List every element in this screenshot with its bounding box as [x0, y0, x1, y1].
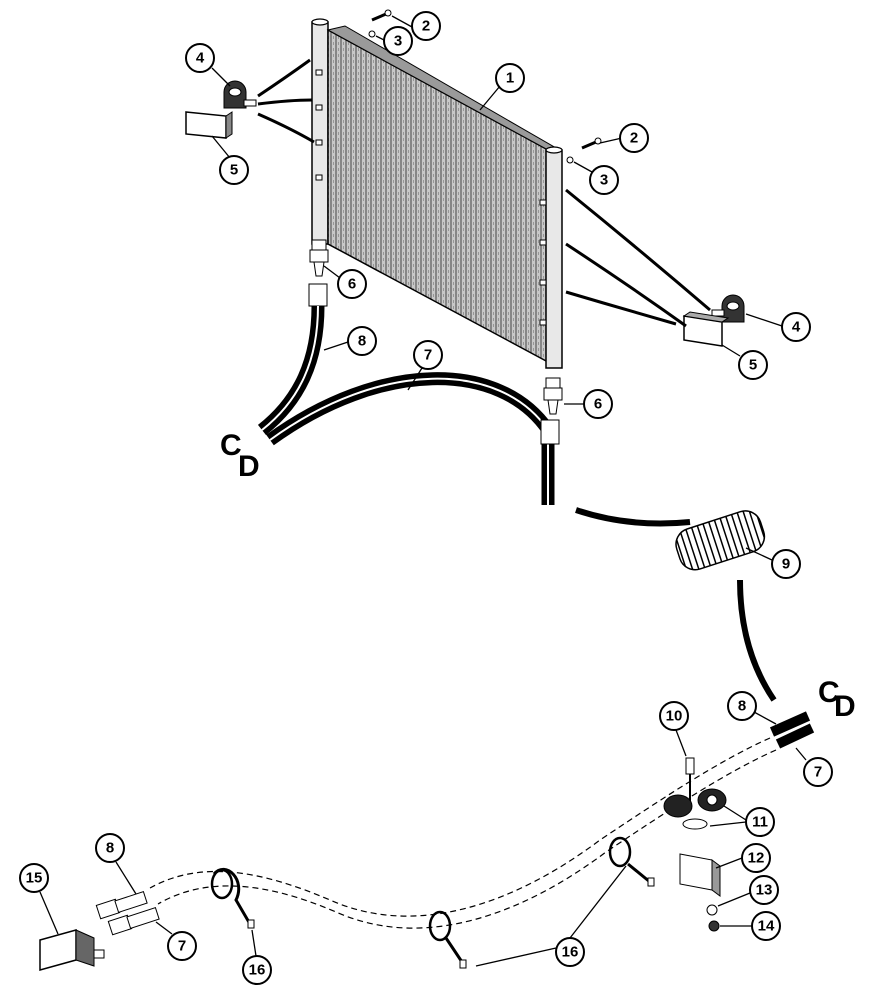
- callout-5-right: 5: [749, 357, 757, 374]
- hose-8: [257, 283, 328, 436]
- tie-strap-3: [608, 836, 655, 887]
- spacer-left: [185, 111, 233, 139]
- tee-block: [39, 929, 105, 971]
- oil-cooler: [311, 18, 563, 369]
- right-tank: [545, 149, 563, 369]
- callout-8-top: 8: [358, 333, 366, 350]
- callout-6-right: 6: [594, 396, 602, 413]
- callout-6-top: 6: [348, 276, 356, 293]
- callout-16-left: 16: [249, 962, 266, 979]
- callout-12: 12: [748, 850, 765, 867]
- connector-d-bottom: D: [834, 690, 856, 723]
- callout-8-bottom-left: 8: [106, 840, 114, 857]
- callout-7-top: 7: [424, 347, 432, 364]
- callout-7-bottom-left: 7: [178, 938, 186, 955]
- double-clamp: [663, 788, 727, 830]
- callout-8-bottom-right: 8: [738, 698, 746, 715]
- connector-d-top: D: [238, 450, 260, 483]
- callout-16-right: 16: [562, 944, 579, 961]
- bolt-right: [566, 137, 602, 164]
- bolt-top: [368, 9, 392, 38]
- tie-strap-1: [210, 867, 255, 929]
- hose-7: [266, 372, 560, 505]
- callout-2-right: 2: [630, 130, 638, 147]
- tie-strap-2: [428, 910, 467, 969]
- callout-11: 11: [752, 814, 768, 831]
- callout-15: 15: [26, 870, 43, 887]
- hose-route: [149, 737, 777, 929]
- callout-7-bottom-right: 7: [814, 764, 822, 781]
- hose-ends-right: [769, 711, 815, 749]
- fitting-left: [309, 239, 329, 277]
- connector-c-top: C: [220, 429, 242, 462]
- clamp-left: [223, 80, 257, 109]
- callout-3-right: 3: [600, 172, 608, 189]
- clamp-right: [711, 294, 745, 323]
- fitting-right: [543, 377, 563, 415]
- left-tank: [311, 21, 329, 245]
- callout-1: 1: [506, 70, 514, 87]
- callout-9: 9: [782, 556, 790, 573]
- callout-13: 13: [756, 882, 773, 899]
- callouts: 1 2 3 4 5 2 3 6 4 5: [19, 11, 833, 985]
- callout-2-top: 2: [422, 18, 430, 35]
- callout-4-right: 4: [792, 319, 801, 336]
- connector-c-bottom: C: [818, 676, 840, 709]
- spacer-right: [682, 311, 730, 347]
- callout-10: 10: [666, 708, 683, 725]
- nut: [708, 920, 720, 932]
- callout-3-top: 3: [394, 33, 402, 50]
- protective-sleeve: [675, 510, 766, 571]
- washer: [706, 904, 718, 916]
- callout-4-left: 4: [196, 50, 205, 67]
- callout-5-left: 5: [230, 162, 238, 179]
- hose-fittings-left: [95, 891, 160, 936]
- mounting-plate: [679, 853, 721, 897]
- callout-14: 14: [758, 918, 775, 935]
